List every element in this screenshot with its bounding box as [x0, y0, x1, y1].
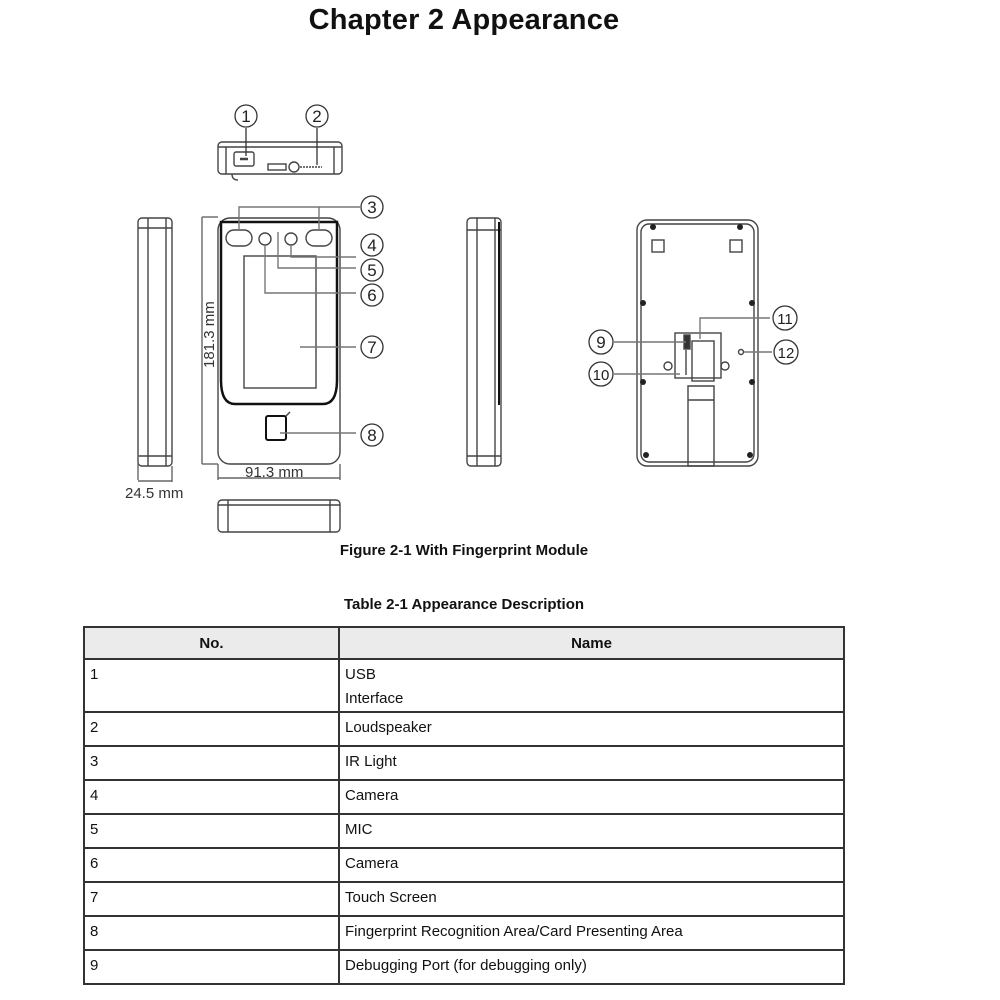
cell-no: 8: [83, 915, 340, 951]
callout-6: 6: [367, 286, 376, 305]
cell-no: 7: [83, 881, 340, 917]
cell-no: 3: [83, 745, 340, 781]
table-row: 9 Debugging Port (for debugging only): [83, 949, 845, 985]
table-row: 7 Touch Screen: [83, 881, 845, 917]
cell-name: Camera: [338, 779, 845, 815]
dimension-depth: 24.5 mm: [125, 485, 183, 502]
table-row: 8 Fingerprint Recognition Area/Card Pres…: [83, 915, 845, 951]
cell-name: Fingerprint Recognition Area/Card Presen…: [338, 915, 845, 951]
dimension-height: 181.3 mm: [201, 301, 218, 368]
table-row: 6 Camera: [83, 847, 845, 883]
front-view: [201, 206, 360, 480]
callout-8: 8: [367, 426, 376, 445]
top-view: [217, 141, 343, 181]
callout-9: 9: [596, 333, 605, 352]
chapter-title: Chapter 2 Appearance: [308, 4, 620, 36]
callout-3: 3: [367, 198, 376, 217]
cell-name: IR Light: [338, 745, 845, 781]
cell-no: 5: [83, 813, 340, 849]
figure-caption: Figure 2-1 With Fingerprint Module: [339, 542, 589, 559]
fingerprint-area-icon: [265, 415, 287, 441]
bottom-view: [217, 499, 341, 533]
left-side-view: [137, 217, 173, 482]
table-row: 1 USB Interface: [83, 658, 845, 713]
cell-name: Touch Screen: [338, 881, 845, 917]
camera-icon-2: [284, 232, 298, 246]
header-no: No.: [83, 626, 340, 660]
cell-no: 1: [83, 658, 340, 713]
device-appearance-figure: 1 2 3 4 5 6 7 8 9 10 11 12 181.3 mm 91.3…: [125, 104, 799, 533]
cell-no: 4: [83, 779, 340, 815]
callout-1: 1: [241, 107, 250, 126]
callout-12: 12: [778, 345, 795, 362]
callout-5: 5: [367, 261, 376, 280]
rear-view: [614, 219, 772, 467]
appearance-description-table: No. Name 1 USB Interface 2 Loudspeaker 3…: [83, 626, 845, 985]
callout-11: 11: [777, 311, 793, 328]
cell-no: 2: [83, 711, 340, 747]
cell-no: 6: [83, 847, 340, 883]
cell-name: MIC: [338, 813, 845, 849]
callout-4: 4: [367, 236, 376, 255]
ir-light-right-icon: [305, 229, 333, 247]
cell-name: Loudspeaker: [338, 711, 845, 747]
cell-name: Debugging Port (for debugging only): [338, 949, 845, 985]
table-row: 2 Loudspeaker: [83, 711, 845, 747]
callout-2: 2: [312, 107, 321, 126]
table-row: 5 MIC: [83, 813, 845, 849]
callout-10: 10: [593, 367, 610, 384]
touch-screen-area: [243, 255, 317, 389]
callout-7: 7: [367, 338, 376, 357]
usb-port-icon: [233, 151, 255, 167]
header-name: Name: [338, 626, 845, 660]
table-header-row: No. Name: [83, 626, 845, 660]
table-row: 3 IR Light: [83, 745, 845, 781]
camera-icon: [258, 232, 272, 246]
cell-name: Camera: [338, 847, 845, 883]
right-side-view: [466, 217, 502, 467]
table-caption: Table 2-1 Appearance Description: [343, 596, 585, 613]
callouts: [234, 104, 799, 447]
table-row: 4 Camera: [83, 779, 845, 815]
dimension-width: 91.3 mm: [245, 464, 303, 481]
cell-name: USB Interface: [338, 658, 845, 713]
speaker-icon: [288, 161, 300, 173]
cell-no: 9: [83, 949, 340, 985]
ir-light-left-icon: [225, 229, 253, 247]
